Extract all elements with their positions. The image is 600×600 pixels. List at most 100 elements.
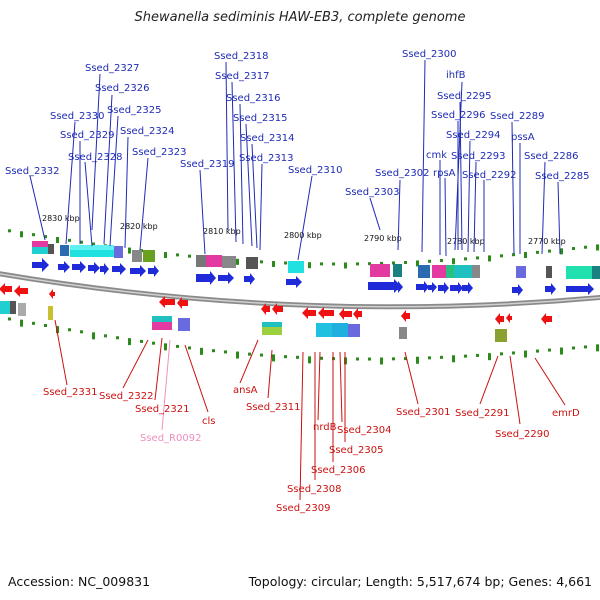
tick-mark (8, 317, 11, 321)
gene-label[interactable]: cls (202, 416, 216, 427)
gene-label[interactable]: Ssed_2302 (375, 168, 430, 179)
tick-mark (476, 256, 479, 260)
gene-label[interactable]: Ssed_2296 (431, 110, 486, 121)
gene-label[interactable]: Ssed_2316 (226, 93, 281, 104)
gene-label[interactable]: Ssed_2310 (288, 165, 343, 176)
gene-label[interactable]: Ssed_2292 (462, 170, 517, 181)
tick-mark (320, 262, 323, 266)
gene-label[interactable]: Ssed_2308 (287, 484, 342, 495)
tick-mark (8, 229, 11, 233)
tick-mark (560, 248, 563, 255)
forward-features (32, 241, 600, 296)
gene-label[interactable]: Ssed_2327 (85, 63, 140, 74)
kbp-label-2800: 2800 kbp (284, 231, 322, 240)
tick-mark (152, 341, 155, 345)
gene-label[interactable]: Ssed_2291 (455, 408, 510, 419)
gene-label[interactable]: Ssed_2329 (60, 130, 115, 141)
scale-labels: 2830 kbp 2820 kbp 2810 kbp 2800 kbp 2790… (42, 214, 566, 246)
tick-mark (524, 350, 527, 358)
gene-label[interactable]: Ssed_2309 (276, 503, 331, 514)
tick-mark (416, 260, 419, 267)
tick-mark (284, 355, 287, 359)
gene-label[interactable]: Ssed_2321 (135, 404, 190, 415)
leader-line (239, 339, 259, 384)
gene-label[interactable]: pssA (511, 132, 535, 143)
tick-mark (104, 334, 107, 338)
gene-label[interactable]: Ssed_2322 (99, 391, 154, 402)
tick-mark (128, 338, 131, 346)
gene-label[interactable]: nrdB (313, 422, 337, 433)
tick-mark (20, 231, 23, 238)
tick-mark (476, 353, 479, 357)
leader-line (267, 349, 273, 399)
gene-label[interactable]: Ssed_2293 (451, 151, 506, 162)
tick-mark (584, 245, 587, 249)
gene-label[interactable]: Ssed_2289 (490, 111, 545, 122)
gene-label[interactable]: Ssed_2313 (239, 153, 294, 164)
tick-mark (188, 254, 191, 258)
leader-line (103, 94, 113, 245)
gene-label[interactable]: Ssed_2315 (233, 113, 288, 124)
gene-label[interactable]: Ssed_2323 (132, 147, 187, 158)
gene-label[interactable]: Ssed_2285 (535, 171, 590, 182)
gene-label[interactable]: Ssed_2301 (396, 407, 451, 418)
tick-mark (176, 253, 179, 257)
tick-mark (452, 258, 455, 265)
tick-mark (272, 260, 275, 267)
leader-line (299, 351, 304, 501)
gene-label[interactable]: Ssed_2304 (337, 425, 392, 436)
tick-mark (68, 238, 71, 242)
tick-mark (392, 261, 395, 265)
gene-label[interactable]: Ssed_2314 (240, 133, 295, 144)
tick-mark (308, 356, 311, 364)
tick-mark (80, 330, 83, 334)
leader-line (467, 140, 471, 253)
tick-mark (596, 244, 599, 251)
tick-mark (464, 354, 467, 358)
gene-label[interactable]: Ssed_2295 (437, 91, 492, 102)
gene-label[interactable]: cmk (426, 150, 447, 161)
gene-label[interactable]: ansA (233, 385, 258, 396)
gene-label[interactable]: emrD (552, 408, 580, 419)
gene-label[interactable]: Ssed_2290 (495, 429, 550, 440)
tick-mark (500, 352, 503, 356)
tick-mark (92, 332, 95, 340)
leader-line (397, 179, 401, 251)
gene-label[interactable]: rpsA (433, 168, 456, 179)
gene-label[interactable]: ihfB (446, 70, 466, 81)
tick-mark (188, 346, 191, 350)
gene-label[interactable]: Ssed_2294 (446, 130, 501, 141)
gene-label[interactable]: Ssed_2325 (107, 105, 162, 116)
gene-label[interactable]: Ssed_2317 (215, 71, 270, 82)
gene-label[interactable]: Ssed_2331 (43, 387, 98, 398)
tick-mark (68, 328, 71, 332)
tick-mark (548, 249, 551, 253)
gene-label[interactable]: Ssed_2330 (50, 111, 105, 122)
gene-label[interactable]: Ssed_2305 (329, 445, 384, 456)
tick-mark (356, 262, 359, 266)
gene-label[interactable]: Ssed_2303 (345, 187, 400, 198)
tick-mark (392, 357, 395, 361)
gene-label[interactable]: Ssed_2326 (95, 83, 150, 94)
tick-mark (44, 323, 47, 327)
tick-mark (56, 326, 59, 334)
gene-label[interactable]: Ssed_2319 (180, 159, 235, 170)
tick-mark (548, 348, 551, 352)
leader-line (124, 136, 129, 249)
gene-label[interactable]: Ssed_2286 (524, 151, 579, 162)
tick-mark (128, 247, 131, 254)
leader-line (369, 197, 381, 231)
leader-line (245, 123, 253, 247)
leader-line (534, 357, 566, 406)
gene-label[interactable]: Ssed_2300 (402, 49, 457, 60)
gene-label[interactable]: Ssed_R0092 (140, 433, 201, 444)
kbp-label-2830: 2830 kbp (42, 214, 80, 223)
gene-label[interactable]: Ssed_2328 (68, 152, 123, 163)
gene-label[interactable]: Ssed_2311 (246, 402, 301, 413)
gene-label[interactable]: Ssed_2324 (120, 126, 175, 137)
gene-label[interactable]: Ssed_2318 (214, 51, 269, 62)
gene-label[interactable]: Ssed_2332 (5, 166, 60, 177)
gene-label[interactable]: Ssed_2306 (311, 465, 366, 476)
tick-mark (440, 259, 443, 263)
